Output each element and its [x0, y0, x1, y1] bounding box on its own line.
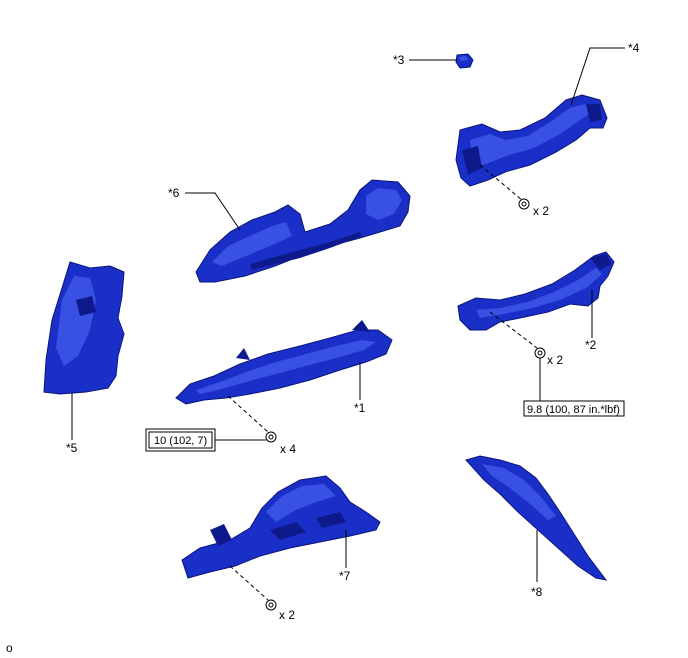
callout-5: *5 [66, 441, 78, 455]
qty-bolt-2: x 2 [547, 353, 563, 367]
bolt-1 [265, 431, 277, 443]
callout-6: *6 [168, 186, 180, 200]
callout-3: *3 [393, 53, 405, 67]
bolt-2 [534, 347, 546, 359]
torque-2: 9.8 (100, 87 in.*lbf) [527, 404, 620, 416]
leader-4 [570, 47, 625, 106]
callout-2: *2 [585, 338, 597, 352]
callout-8: *8 [531, 585, 543, 599]
bolt-path-7 [229, 565, 269, 601]
callout-4: *4 [628, 41, 640, 55]
torque-box-1 [148, 431, 213, 449]
qty-bolt-7: x 2 [279, 608, 295, 622]
bolt-4 [518, 198, 530, 210]
part-7-lower-panel [181, 475, 381, 579]
corner-mark: o [6, 641, 13, 655]
part-3-clip [455, 53, 474, 69]
callout-7: *7 [339, 569, 351, 583]
torque-1: 10 (102, 7) [154, 435, 207, 447]
bolt-7 [265, 599, 277, 611]
part-6-upper-cover [195, 179, 411, 283]
bolt-path-1 [227, 395, 269, 433]
qty-bolt-1: x 4 [280, 442, 296, 456]
torque-box-2 [523, 400, 625, 417]
part-2-bracket [457, 251, 615, 331]
bolt-path-4 [479, 164, 523, 201]
part-5-side-panel [43, 261, 125, 395]
callout-1: *1 [354, 401, 366, 415]
qty-bolt-4: x 2 [533, 204, 549, 218]
part-8-side-trim [465, 455, 608, 581]
leader-6 [185, 192, 241, 231]
bolt-path-2 [489, 311, 538, 349]
part-4-duct [455, 94, 608, 187]
